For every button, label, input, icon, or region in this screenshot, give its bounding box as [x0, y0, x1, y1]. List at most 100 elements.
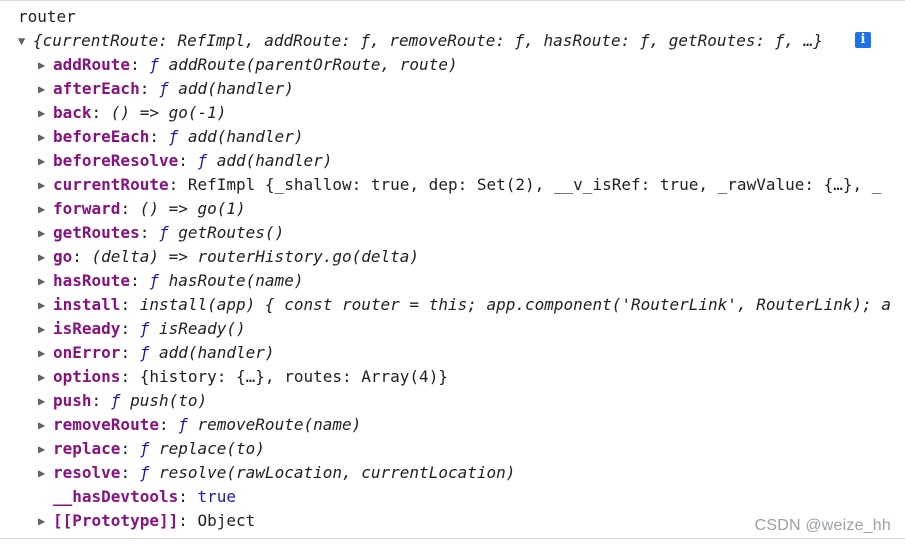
chevron-right-icon[interactable]: ▶ — [38, 466, 46, 480]
property-key: beforeResolve — [53, 151, 179, 170]
property-value: () => go(1) — [139, 199, 246, 218]
property-value: Object — [197, 511, 256, 530]
property-value: () => go(-1) — [110, 103, 227, 122]
property-row[interactable]: ▶ install: install(app) { const router = … — [38, 293, 891, 317]
property-row[interactable]: ▶ options: {history: {…}, routes: Array(4… — [38, 365, 448, 389]
function-marker: ƒ — [149, 55, 169, 74]
chevron-right-icon[interactable]: ▶ — [38, 82, 46, 96]
function-marker: ƒ — [149, 271, 169, 290]
property-row[interactable]: ▶onError: ƒ add(handler) — [38, 341, 275, 365]
property-value: install(app) { const router = this; app.… — [139, 295, 892, 314]
function-marker: ƒ — [110, 391, 131, 410]
property-row[interactable]: ▶resolve: ƒ resolve(rawLocation, current… — [38, 461, 515, 485]
function-marker: ƒ — [197, 151, 217, 170]
root-object-summary: {currentRoute: RefImpl, addRoute: ƒ, rem… — [33, 31, 823, 50]
property-row[interactable]: ▶ beforeEach: ƒ add(handler) — [38, 125, 303, 149]
property-value: {history: {…}, routes: Array(4)} — [139, 367, 448, 386]
chevron-right-icon[interactable]: ▶ — [38, 106, 46, 120]
chevron-right-icon[interactable]: ▶ — [38, 394, 46, 408]
property-row[interactable]: ▶ go: (delta) => routerHistory.go(delta) — [38, 245, 419, 269]
property-key: isReady — [53, 319, 121, 338]
chevron-down-icon[interactable]: ▼ — [18, 34, 26, 48]
property-value: add(handler) — [178, 79, 294, 98]
property-colon: : — [130, 55, 150, 74]
property-row[interactable]: ▶replace: ƒ replace(to) — [38, 437, 265, 461]
property-key: __hasDevtools — [53, 487, 179, 506]
chevron-right-icon[interactable]: ▶ — [38, 442, 46, 456]
property-colon: : — [91, 103, 111, 122]
property-colon: : — [139, 79, 159, 98]
property-row[interactable]: ▶forward: () => go(1) — [38, 197, 246, 221]
property-row[interactable]: ▶currentRoute: RefImpl {_shallow: true, … — [38, 173, 881, 197]
property-value: hasRoute(name) — [168, 271, 304, 290]
chevron-right-icon[interactable]: ▶ — [38, 514, 46, 528]
property-colon: : — [72, 247, 92, 266]
chevron-right-icon[interactable]: ▶ — [38, 226, 46, 240]
property-value: RefImpl {_shallow: true, dep: Set(2), __… — [187, 175, 882, 194]
chevron-right-icon[interactable]: ▶ — [38, 154, 46, 168]
property-value: true — [197, 487, 237, 506]
property-row[interactable]: ▶ [[Prototype]]: Object — [38, 509, 255, 533]
chevron-right-icon[interactable]: ▶ — [38, 370, 46, 384]
property-row[interactable]: ▶ back: () => go(-1) — [38, 101, 226, 125]
property-value: (delta) => routerHistory.go(delta) — [91, 247, 420, 266]
property-value: resolve(rawLocation, currentLocation) — [158, 463, 516, 482]
property-key: removeRoute — [53, 415, 159, 434]
property-value: isReady() — [158, 319, 246, 338]
property-colon: : — [149, 127, 169, 146]
chevron-right-icon[interactable]: ▶ — [38, 346, 46, 360]
property-key: options — [53, 367, 121, 386]
console-top-border — [0, 0, 905, 1]
property-colon: : — [120, 295, 140, 314]
property-key: hasRoute — [53, 271, 131, 290]
property-value: push(to) — [130, 391, 208, 410]
property-row[interactable]: ▶ beforeResolve: ƒ add(handler) — [38, 149, 332, 173]
chevron-right-icon[interactable]: ▶ — [38, 130, 46, 144]
property-value: addRoute(parentOrRoute, route) — [168, 55, 458, 74]
property-value: add(handler) — [158, 343, 275, 362]
chevron-right-icon[interactable]: ▶ — [38, 250, 46, 264]
property-row[interactable]: ▶ addRoute: ƒ addRoute(parentOrRoute, rou… — [38, 53, 458, 77]
property-row[interactable]: ▶hasRoute: ƒ hasRoute(name) — [38, 269, 303, 293]
property-key: addRoute — [53, 55, 131, 74]
chevron-right-icon[interactable]: ▶ — [38, 58, 46, 72]
function-marker: ƒ — [158, 223, 179, 242]
chevron-right-icon[interactable]: ▶ — [38, 178, 46, 192]
property-key: beforeEach — [53, 127, 150, 146]
property-colon: : — [178, 151, 198, 170]
function-marker: ƒ — [168, 127, 188, 146]
property-value: add(handler) — [187, 127, 304, 146]
property-key: onError — [53, 343, 121, 362]
property-key: replace — [53, 439, 121, 458]
chevron-right-icon[interactable]: ▶ — [38, 298, 46, 312]
property-row[interactable]: ▶push: ƒ push(to) — [38, 389, 207, 413]
watermark: CSDN @weize_hh — [754, 517, 891, 534]
property-key: go — [53, 247, 73, 266]
property-colon: : — [120, 367, 140, 386]
chevron-right-icon[interactable]: ▶ — [38, 322, 46, 336]
property-key: push — [53, 391, 92, 410]
property-row[interactable]: ▶isReady: ƒ isReady() — [38, 317, 246, 341]
property-row[interactable]: ▶afterEach: ƒ add(handler) — [38, 77, 294, 101]
console-variable-name: router — [18, 7, 76, 26]
property-value: add(handler) — [216, 151, 333, 170]
property-row[interactable]: ▶removeRoute: ƒ removeRoute(name) — [38, 413, 361, 437]
property-key: [[Prototype]] — [53, 511, 179, 530]
property-row[interactable]: ▶getRoutes: ƒ getRoutes() — [38, 221, 284, 245]
property-value: replace(to) — [158, 439, 265, 458]
property-colon: : — [120, 319, 140, 338]
root-object-row[interactable]: ▼ {currentRoute: RefImpl, addRoute: ƒ, re… — [18, 29, 823, 53]
property-key: back — [53, 103, 92, 122]
property-value: removeRoute(name) — [197, 415, 362, 434]
chevron-right-icon[interactable]: ▶ — [38, 274, 46, 288]
property-colon: : — [178, 511, 198, 530]
property-colon: : — [139, 223, 159, 242]
console-bottom-border — [0, 538, 905, 539]
property-colon: : — [158, 415, 179, 434]
property-key: install — [53, 295, 121, 314]
function-marker: ƒ — [158, 79, 179, 98]
chevron-right-icon[interactable]: ▶ — [38, 418, 46, 432]
info-icon[interactable]: i — [855, 32, 871, 48]
function-marker: ƒ — [139, 343, 159, 362]
chevron-right-icon[interactable]: ▶ — [38, 202, 46, 216]
